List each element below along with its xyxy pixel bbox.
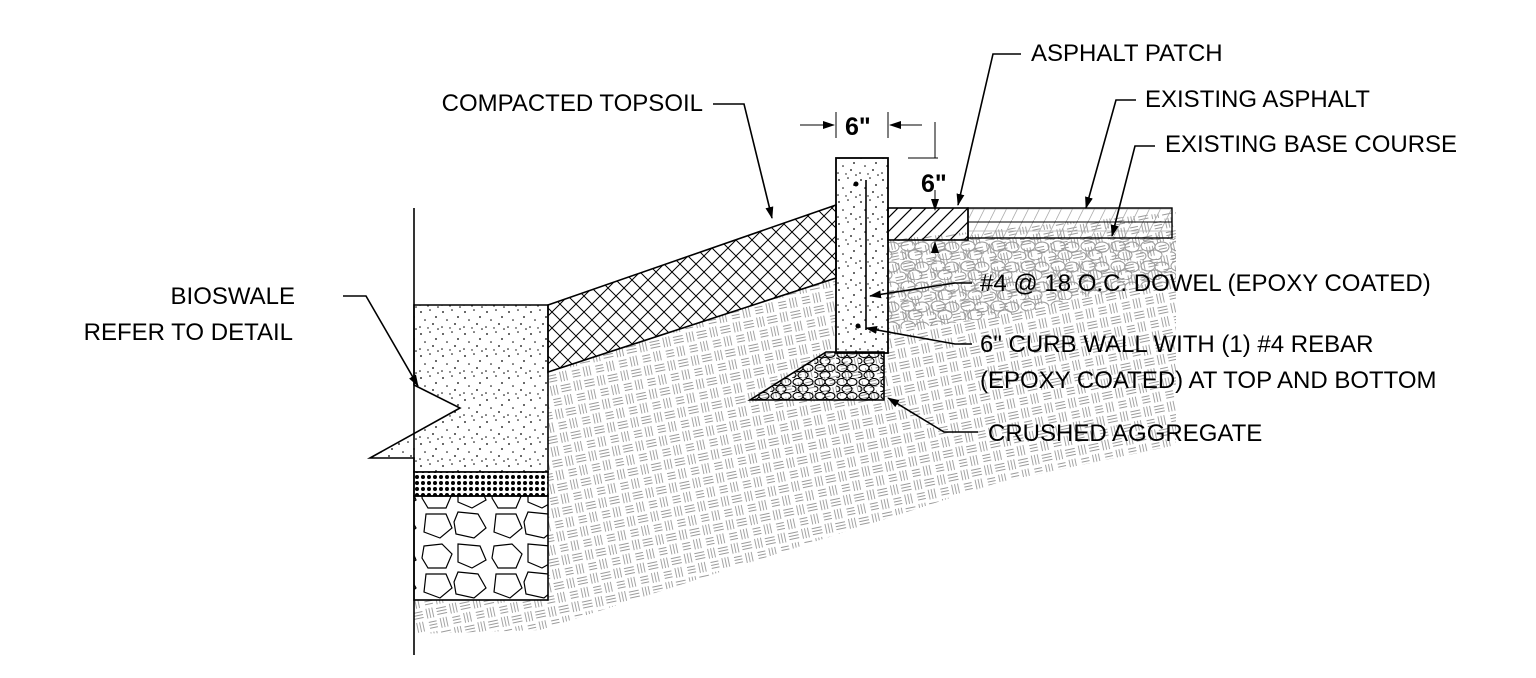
base-course-pebbles bbox=[888, 238, 1176, 330]
rebar-bottom bbox=[855, 323, 861, 329]
bioswale-gravel-layer bbox=[413, 471, 549, 497]
label-existing-base-course: EXISTING BASE COURSE bbox=[1165, 131, 1457, 158]
patch-depth-dimension: 6" bbox=[908, 122, 947, 253]
bioswale-fill bbox=[366, 304, 549, 473]
existing-asphalt bbox=[967, 207, 1173, 239]
label-dowel: #4 @ 18 O.C. DOWEL (EPOXY COATED) bbox=[980, 270, 1431, 297]
curb-wall bbox=[835, 157, 889, 354]
rebar-top bbox=[853, 181, 859, 187]
curb-width-dimension: 6" bbox=[800, 112, 922, 141]
label-compacted-topsoil: COMPACTED TOPSOIL bbox=[442, 90, 703, 117]
label-curb-wall-line2: (EPOXY COATED) AT TOP AND BOTTOM bbox=[980, 367, 1437, 394]
asphalt-patch bbox=[887, 207, 969, 241]
label-asphalt-patch: ASPHALT PATCH bbox=[1031, 40, 1223, 67]
patch-depth-value: 6" bbox=[921, 170, 947, 198]
label-bioswale-ref: REFER TO DETAIL bbox=[84, 319, 293, 346]
leaders bbox=[343, 53, 1155, 433]
label-existing-asphalt: EXISTING ASPHALT bbox=[1145, 86, 1370, 113]
label-bioswale: BIOSWALE bbox=[171, 283, 295, 310]
label-curb-wall: 6" CURB WALL WITH (1) #4 REBAR bbox=[980, 331, 1373, 358]
label-crushed-aggregate: CRUSHED AGGREGATE bbox=[988, 420, 1262, 447]
bioswale-rock-base bbox=[413, 495, 549, 601]
curb-width-value: 6" bbox=[845, 113, 871, 141]
